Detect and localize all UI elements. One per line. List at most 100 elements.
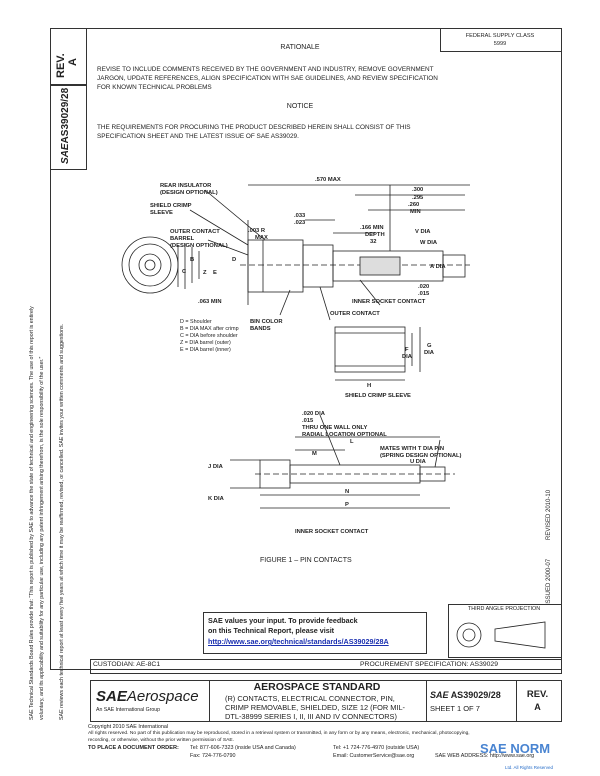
rev-value: A (534, 702, 541, 712)
svg-text:H: H (367, 383, 371, 389)
outer-contact-label: OUTER CONTACT (330, 311, 380, 317)
svg-text:A DIA: A DIA (430, 264, 446, 270)
svg-text:D: D (232, 257, 236, 263)
svg-text:.260: .260 (408, 202, 419, 208)
svg-text:Z = DIA barrel (outer): Z = DIA barrel (outer) (180, 340, 231, 346)
fsc-box (440, 28, 562, 52)
pin-contact-drawing: REAR INSULATOR (DESIGN OPTIONAL) SHIELD … (121, 177, 470, 564)
figure-caption: FIGURE 1 – PIN CONTACTS (260, 557, 352, 564)
svg-text:(SPRING DESIGN OPTIONAL): (SPRING DESIGN OPTIONAL) (380, 453, 462, 459)
doc-desc-3: DTL-38999 SERIES I, II, III AND IV CONNE… (225, 712, 397, 721)
rationale-line-1: REVISE TO INCLUDE COMMENTS RECEIVED BY T… (97, 66, 434, 73)
design-optional-1: (DESIGN OPTIONAL) (160, 190, 218, 196)
feedback-box (203, 612, 427, 654)
svg-text:MIN: MIN (410, 209, 421, 215)
feedback-link[interactable]: http://www.sae.org/technical/standards/A… (208, 637, 389, 646)
svg-text:.570 MAX: .570 MAX (315, 177, 341, 183)
custodian-row (90, 659, 562, 674)
svg-text:THRU ONE WALL ONLY: THRU ONE WALL ONLY (302, 425, 368, 431)
svg-text:L: L (350, 439, 354, 445)
brand-cell (90, 680, 210, 722)
svg-text:E: E (213, 270, 217, 276)
svg-text:BANDS: BANDS (250, 326, 271, 332)
watermark-subtitle: Ltd. All Rights Reserved (505, 765, 554, 770)
doc-desc-2: CRIMP REMOVABLE, SHIELDED, SIZE 12 (FOR … (225, 703, 406, 712)
third-angle-label: THIRD ANGLE PROJECTION (467, 606, 541, 612)
doc-spine-number: SAEAS39029/28 (60, 87, 71, 164)
svg-text:.003 R: .003 R (248, 228, 266, 234)
svg-text:J DIA: J DIA (208, 464, 224, 470)
email: Email: CustomerService@sae.org (333, 753, 415, 759)
svg-text:G: G (427, 343, 432, 349)
svg-text:.020: .020 (418, 284, 429, 290)
web-address: SAE WEB ADDRESS: http://www.sae.org (435, 753, 535, 759)
svg-text:C = DIA before shoulder: C = DIA before shoulder (180, 333, 238, 339)
svg-text:.023: .023 (294, 220, 306, 226)
end-view-inner (138, 253, 162, 277)
svg-text:B = DIA MAX after crimp: B = DIA MAX after crimp (180, 326, 239, 332)
shield-crimp-sleeve-view (334, 326, 406, 373)
notice-line-2: SPECIFICATION SHEET AND THE LATEST ISSUE… (97, 133, 299, 140)
left-margin-text-1: SAE Technical Standards Board Rules prov… (29, 306, 35, 720)
svg-text:DEPTH: DEPTH (365, 232, 385, 238)
svg-text:M: M (312, 451, 317, 457)
sae-aerospace-logo: SAEAerospace (96, 688, 199, 705)
svg-text:Z: Z (203, 270, 207, 276)
svg-text:MAX: MAX (255, 235, 268, 241)
doc-number: SAE AS39029/28 (430, 690, 501, 700)
svg-text:DIA: DIA (402, 354, 413, 360)
svg-text:.020 DIA: .020 DIA (302, 411, 326, 417)
svg-text:.300: .300 (412, 187, 423, 193)
svg-text:N: N (345, 489, 349, 495)
svg-text:DIA: DIA (424, 350, 435, 356)
svg-text:U DIA: U DIA (410, 459, 427, 465)
document-frame (50, 28, 562, 670)
svg-text:.063 MIN: .063 MIN (198, 299, 222, 305)
tel-1: Tel: 877-606-7323 (inside USA and Canada… (190, 745, 296, 751)
svg-text:F: F (405, 347, 409, 353)
svg-text:RADIAL LOCATION OPTIONAL: RADIAL LOCATION OPTIONAL (302, 432, 387, 438)
left-margin-text-2: voluntary, and its applicability and sui… (39, 356, 45, 720)
svg-text:.166 MIN: .166 MIN (360, 225, 384, 231)
third-angle-symbol (456, 621, 546, 649)
brand-subtitle: An SAE International Group (96, 707, 161, 713)
svg-text:MATES WITH T DIA PIN: MATES WITH T DIA PIN (380, 446, 444, 452)
outer-contact-barrel (247, 239, 304, 293)
feedback-line-1: SAE values your input. To provide feedba… (208, 616, 358, 625)
rev-header-label: REV. (55, 53, 67, 78)
custodian: CUSTODIAN: AE-8C1 (93, 661, 161, 668)
procurement-spec: PROCUREMENT SPECIFICATION: AS39029 (360, 661, 498, 668)
svg-text:.033: .033 (294, 213, 306, 219)
svg-text:B: B (190, 257, 194, 263)
doc-number-cell (426, 680, 517, 722)
aerospace-standard-title: AEROSPACE STANDARD (253, 681, 381, 693)
svg-text:.015: .015 (418, 291, 430, 297)
svg-text:W DIA: W DIA (420, 240, 438, 246)
svg-text:D = Shoulder: D = Shoulder (180, 319, 212, 325)
svg-text:32: 32 (370, 239, 376, 245)
shield-crimp-sleeve-title: SHIELD CRIMP SLEEVE (345, 393, 411, 399)
rev-header-value: A (67, 58, 79, 66)
svg-text:SLEEVE: SLEEVE (150, 210, 173, 216)
rear-insulator-label: REAR INSULATOR (160, 183, 212, 189)
doc-desc-1: (R) CONTACTS, ELECTRICAL CONNECTOR, PIN, (225, 694, 395, 703)
bin-color-label: BIN COLOR (250, 319, 283, 325)
rights-line-1: All rights reserved. No part of this pub… (88, 731, 470, 736)
svg-text:.295: .295 (412, 195, 424, 201)
svg-text:V DIA: V DIA (415, 229, 431, 235)
rev-header-box (50, 28, 87, 86)
svg-text:(DESIGN OPTIONAL): (DESIGN OPTIONAL) (170, 243, 228, 249)
fax: Fax: 724-776-0790 (190, 753, 236, 759)
feedback-line-2: on this Technical Report, please visit (208, 626, 335, 635)
third-angle-box (448, 604, 562, 658)
inner-socket-title: INNER SOCKET CONTACT (295, 529, 369, 535)
fsc-line2: 5999 (493, 41, 507, 47)
rationale-title: RATIONALE (280, 44, 320, 51)
svg-text:K DIA: K DIA (208, 496, 225, 502)
sae-logo: SAE (60, 143, 71, 164)
svg-text:BARREL: BARREL (170, 236, 195, 242)
rationale-line-2: JARGON, UPDATE REFERENCES, ALIGN SPECIFI… (97, 75, 438, 82)
notice-title: NOTICE (286, 103, 314, 110)
rights-line-2: recording, or otherwise, without the pri… (88, 738, 234, 743)
rationale-line-3: FOR KNOWN TECHNICAL PROBLEMS (97, 84, 212, 91)
